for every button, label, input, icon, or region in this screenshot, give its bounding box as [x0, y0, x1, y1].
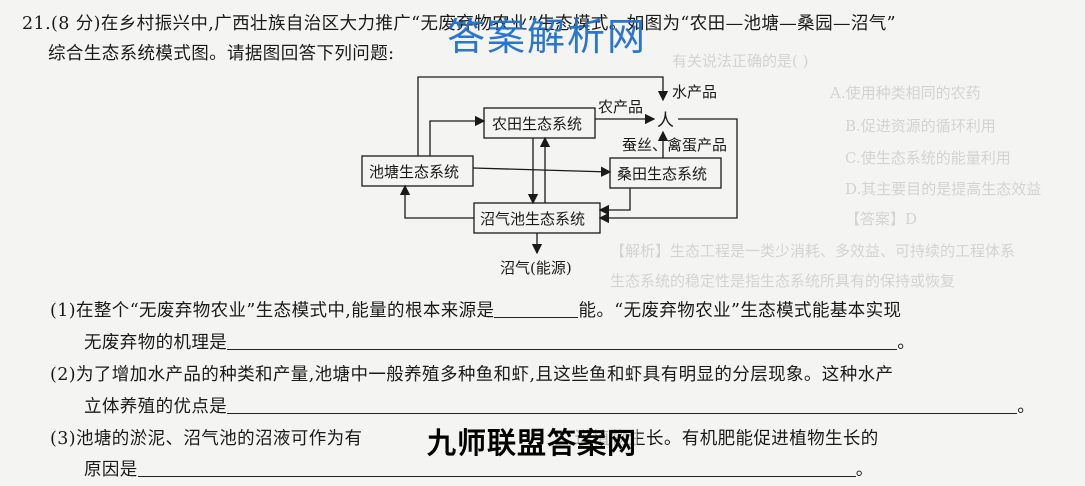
ghost-text: B.促进资源的循环利用	[845, 117, 996, 135]
label-biogas: 沼气池生态系统	[480, 210, 585, 228]
watermark-bottom: 九师联盟答案网	[427, 420, 638, 462]
label-mulberry: 桑田生态系统	[617, 165, 707, 183]
arrow-mulberry-to-biogas	[598, 188, 631, 216]
ghost-text: 【解析】生态工程是一类少消耗、多效益、可持续的工程体系	[610, 242, 1016, 260]
label-farm: 农田生态系统	[492, 115, 582, 133]
answer-blank-2[interactable]	[227, 331, 898, 350]
label-human: 人	[657, 111, 674, 131]
subq3-line2: 原因是。	[84, 458, 874, 480]
arrow-biogas-to-pond	[399, 184, 474, 219]
ghost-text: 【答案】D	[845, 210, 918, 228]
label-pond: 池塘生态系统	[369, 163, 459, 181]
ghost-text: 生态系统的稳定性是指生态系统所具有的保持或恢复	[610, 272, 956, 290]
label-agri: 农产品	[598, 98, 643, 116]
ghost-text: C.使生态系统的能量利用	[845, 149, 1011, 167]
subq2-line2: 立体养殖的优点是。	[84, 395, 1036, 417]
answer-blank-4[interactable]	[137, 458, 856, 477]
ghost-text: A.使用种类相同的农药	[830, 84, 981, 102]
ghost-text: D.其主要目的是提高生态效益	[845, 180, 1042, 198]
ghost-text: 有关说法正确的是( )	[672, 52, 809, 70]
subq2-line1: (2)为了增加水产品的种类和产量,池塘中一般养殖多种鱼和虾,且这些鱼和虾具有明显…	[50, 365, 894, 385]
arrow-pond-to-mulberry	[472, 166, 612, 177]
watermark-top: 答案解析网	[447, 15, 648, 59]
answer-blank-1[interactable]	[494, 299, 579, 318]
label-aquatic: 水产品	[672, 83, 717, 101]
box-mulberry	[609, 157, 722, 189]
eco-diagram: 农田生态系统 池塘生态系统 桑田生态系统 沼气池生态系统 人 水产品 农产品 蚕…	[361, 76, 738, 277]
label-energy: 沼气(能源)	[500, 259, 572, 277]
arrow-human-to-biogas	[598, 118, 738, 224]
answer-blank-3[interactable]	[227, 395, 1018, 414]
question-line-2: 综合生态系统模式图。请据图回答下列问题:	[48, 44, 395, 64]
label-silk: 蚕丝、禽蛋产品	[622, 136, 727, 154]
arrow-pond-to-human	[417, 76, 669, 156]
subq3-line1: (3)池塘的淤泥、沼气池的沼液可作为有进植物生长。有机肥能促进植物生长的	[50, 429, 879, 449]
box-farm	[483, 107, 596, 139]
subq1-line1: (1)在整个“无废弃物农业”生态模式中,能量的根本来源是能。“无废弃物农业”生态…	[50, 299, 902, 321]
subq1-line2: 无废弃物的机理是。	[84, 331, 916, 353]
question-line-1: 21.(8 分)在乡村振兴中,广西壮族自治区大力推广“无废弃物农业”生态模式。如…	[22, 14, 897, 34]
arrow-pond-to-farm	[429, 115, 486, 156]
